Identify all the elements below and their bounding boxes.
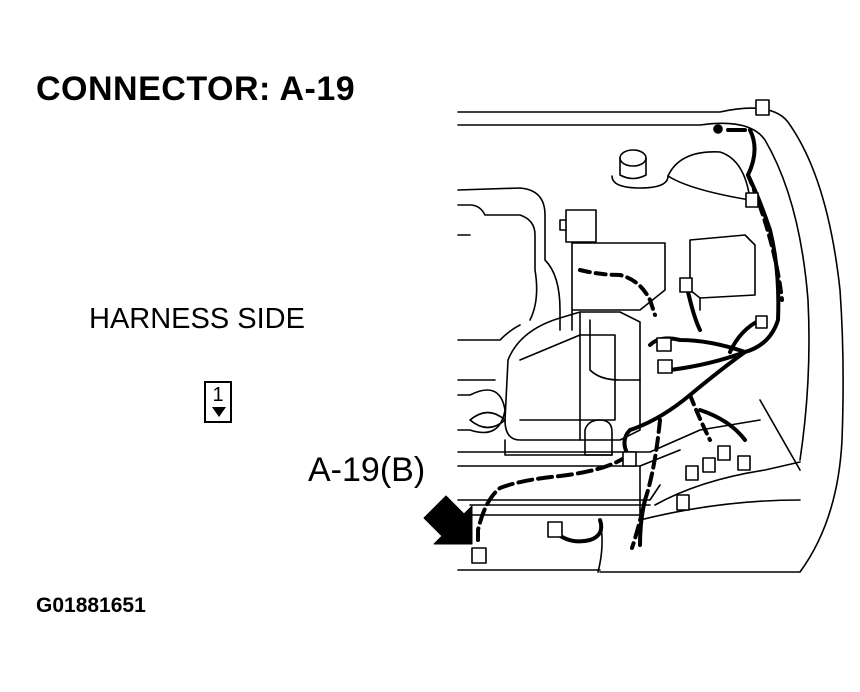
- pin-number: 1: [212, 384, 224, 406]
- pin-key-triangle-icon: [212, 407, 226, 417]
- connector-callout-label: A-19(B): [308, 451, 426, 489]
- harness-connectors: [471, 99, 770, 564]
- wiring-harness: [476, 128, 784, 550]
- reservoir-cap: [611, 149, 751, 201]
- front-frame: [457, 419, 761, 516]
- air-cleaner-housing: [504, 311, 641, 456]
- connector-title: CONNECTOR: A-19: [36, 70, 356, 108]
- callout-arrow-icon: [423, 495, 473, 545]
- figure-id: G01881651: [36, 594, 146, 617]
- engine-block: [457, 187, 561, 434]
- connector-pin-face: 1: [204, 381, 232, 423]
- vehicle-body-outline: [457, 107, 844, 573]
- harness-side-label: HARNESS SIDE: [89, 303, 305, 335]
